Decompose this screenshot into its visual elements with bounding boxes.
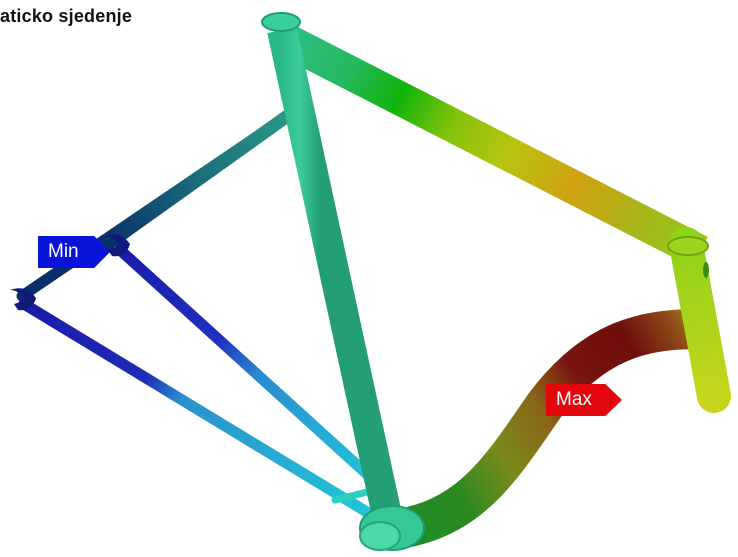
seat-tube [261, 12, 403, 524]
page-title: aticko sjedenje [0, 6, 133, 26]
min-marker-label: Min [38, 236, 110, 268]
max-marker-label: Max [546, 384, 622, 416]
bottom-bracket [359, 505, 425, 551]
rear-dropouts [10, 234, 130, 311]
top-tube [274, 22, 708, 268]
seat-stays-upper [16, 105, 300, 302]
head-tube [667, 227, 731, 413]
down-tube [388, 309, 714, 550]
